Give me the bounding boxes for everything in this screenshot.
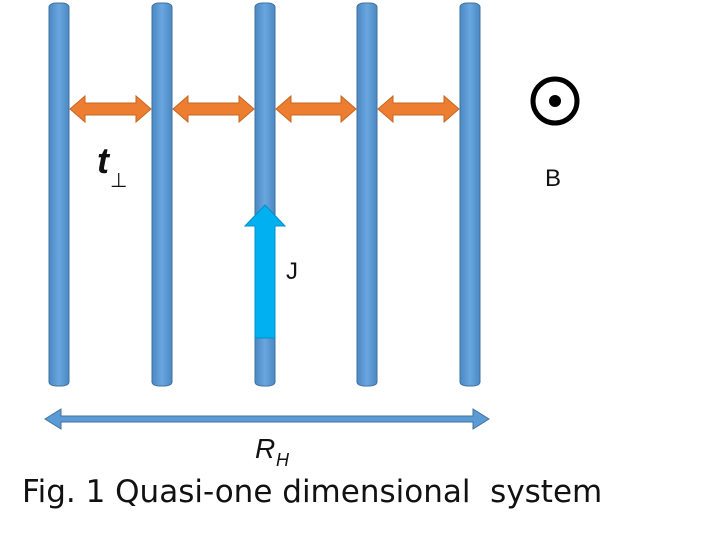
- chains: [48, 2, 481, 387]
- figure-caption: Fig. 1 Quasi-one dimensional system: [22, 474, 603, 510]
- hall-label: R H: [255, 433, 290, 470]
- hopping-arrow-3: [275, 94, 357, 124]
- chain-2: [151, 2, 173, 387]
- length-arrow-shape: [44, 408, 490, 430]
- hopping-label-t: t: [97, 140, 111, 181]
- hall-label-sub: H: [276, 450, 290, 470]
- current-arrow: [243, 204, 287, 339]
- current-arrow-shape: [243, 204, 287, 339]
- hopping-label: t ⊥: [97, 140, 127, 192]
- current-label: J: [286, 258, 298, 285]
- chain-1: [48, 2, 70, 387]
- hopping-arrows: [69, 94, 460, 124]
- chain-5: [459, 2, 481, 387]
- hopping-arrow-4: [377, 94, 460, 124]
- hopping-arrow-1: [69, 94, 152, 124]
- field-label: B: [545, 165, 561, 192]
- length-arrow: [44, 408, 490, 430]
- hopping-arrow-2: [172, 94, 255, 124]
- hall-label-r: R: [255, 433, 275, 464]
- chain-4: [356, 2, 378, 387]
- hopping-label-sub: ⊥: [110, 170, 127, 192]
- field-out-of-page-icon: [530, 76, 580, 126]
